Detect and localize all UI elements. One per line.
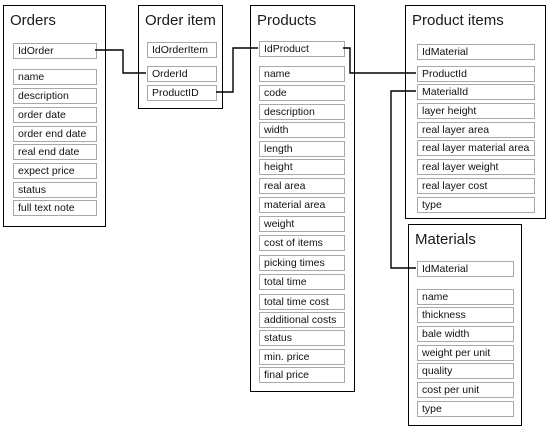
products-table: Products IdProduct name code description…: [250, 5, 355, 392]
products-field-name: name: [259, 66, 345, 82]
products-field-total-time-cost: total time cost: [259, 294, 345, 310]
product-items-table: Product items IdMaterial ProductId Mater…: [405, 5, 546, 219]
order-item-key-field: IdOrderItem: [147, 42, 217, 58]
products-field-code: code: [259, 85, 345, 101]
products-field-cost-of-items: cost of items: [259, 235, 345, 251]
products-field-material-area: material area: [259, 197, 345, 213]
product-items-materialid-field: MaterialId: [417, 84, 535, 100]
products-field-additional-costs: additional costs: [259, 312, 345, 328]
materials-field-cost-per-unit: cost per unit: [417, 382, 514, 398]
products-field-final-price: final price: [259, 367, 345, 383]
materials-field-quality: quality: [417, 363, 514, 379]
materials-field-type: type: [417, 401, 514, 417]
products-field-description: description: [259, 104, 345, 120]
product-items-title: Product items: [412, 12, 504, 29]
order-item-productid-field: ProductID: [147, 85, 217, 101]
products-field-width: width: [259, 122, 345, 138]
materials-field-name: name: [417, 289, 514, 305]
product-items-field-real-layer-area: real layer area: [417, 122, 535, 138]
materials-field-weight-per-unit: weight per unit: [417, 345, 514, 361]
order-item-table: Order item IdOrderItem OrderId ProductID: [138, 5, 223, 109]
materials-key-field: IdMaterial: [417, 261, 514, 277]
products-field-picking-times: picking times: [259, 255, 345, 271]
materials-field-thickness: thickness: [417, 307, 514, 323]
materials-field-bale-width: bale width: [417, 326, 514, 342]
orders-field-name: name: [13, 69, 97, 85]
product-items-field-real-layer-weight: real layer weight: [417, 159, 535, 175]
orders-table: Orders IdOrder name description order da…: [3, 5, 106, 227]
orders-field-status: status: [13, 182, 97, 198]
products-field-weight: weight: [259, 216, 345, 232]
order-item-title: Order item: [145, 12, 216, 29]
products-title: Products: [257, 12, 317, 29]
product-items-productid-field: ProductId: [417, 66, 535, 82]
orders-field-order-end-date: order end date: [13, 126, 97, 142]
materials-title: Materials: [415, 231, 476, 248]
products-field-real-area: real area: [259, 178, 345, 194]
materials-table: Materials IdMaterial name thickness bale…: [408, 224, 522, 426]
products-key-field: IdProduct: [259, 41, 345, 57]
orders-field-description: description: [13, 88, 97, 104]
product-items-field-real-layer-cost: real layer cost: [417, 178, 535, 194]
orders-field-full-text-note: full text note: [13, 200, 97, 216]
orders-field-expect-price: expect price: [13, 163, 97, 179]
products-field-length: length: [259, 141, 345, 157]
products-field-status: status: [259, 330, 345, 346]
product-items-field-real-layer-material-area: real layer material area: [417, 140, 535, 156]
order-item-orderid-field: OrderId: [147, 66, 217, 82]
orders-title: Orders: [10, 12, 56, 29]
orders-key-field: IdOrder: [13, 43, 97, 59]
orders-field-real-end-date: real end date: [13, 144, 97, 160]
product-items-key-field: IdMaterial: [417, 44, 535, 60]
product-items-field-type: type: [417, 197, 535, 213]
orders-field-order-date: order date: [13, 107, 97, 123]
products-field-min-price: min. price: [259, 349, 345, 365]
products-field-total-time: total time: [259, 274, 345, 290]
product-items-field-layer-height: layer height: [417, 103, 535, 119]
products-field-height: height: [259, 159, 345, 175]
